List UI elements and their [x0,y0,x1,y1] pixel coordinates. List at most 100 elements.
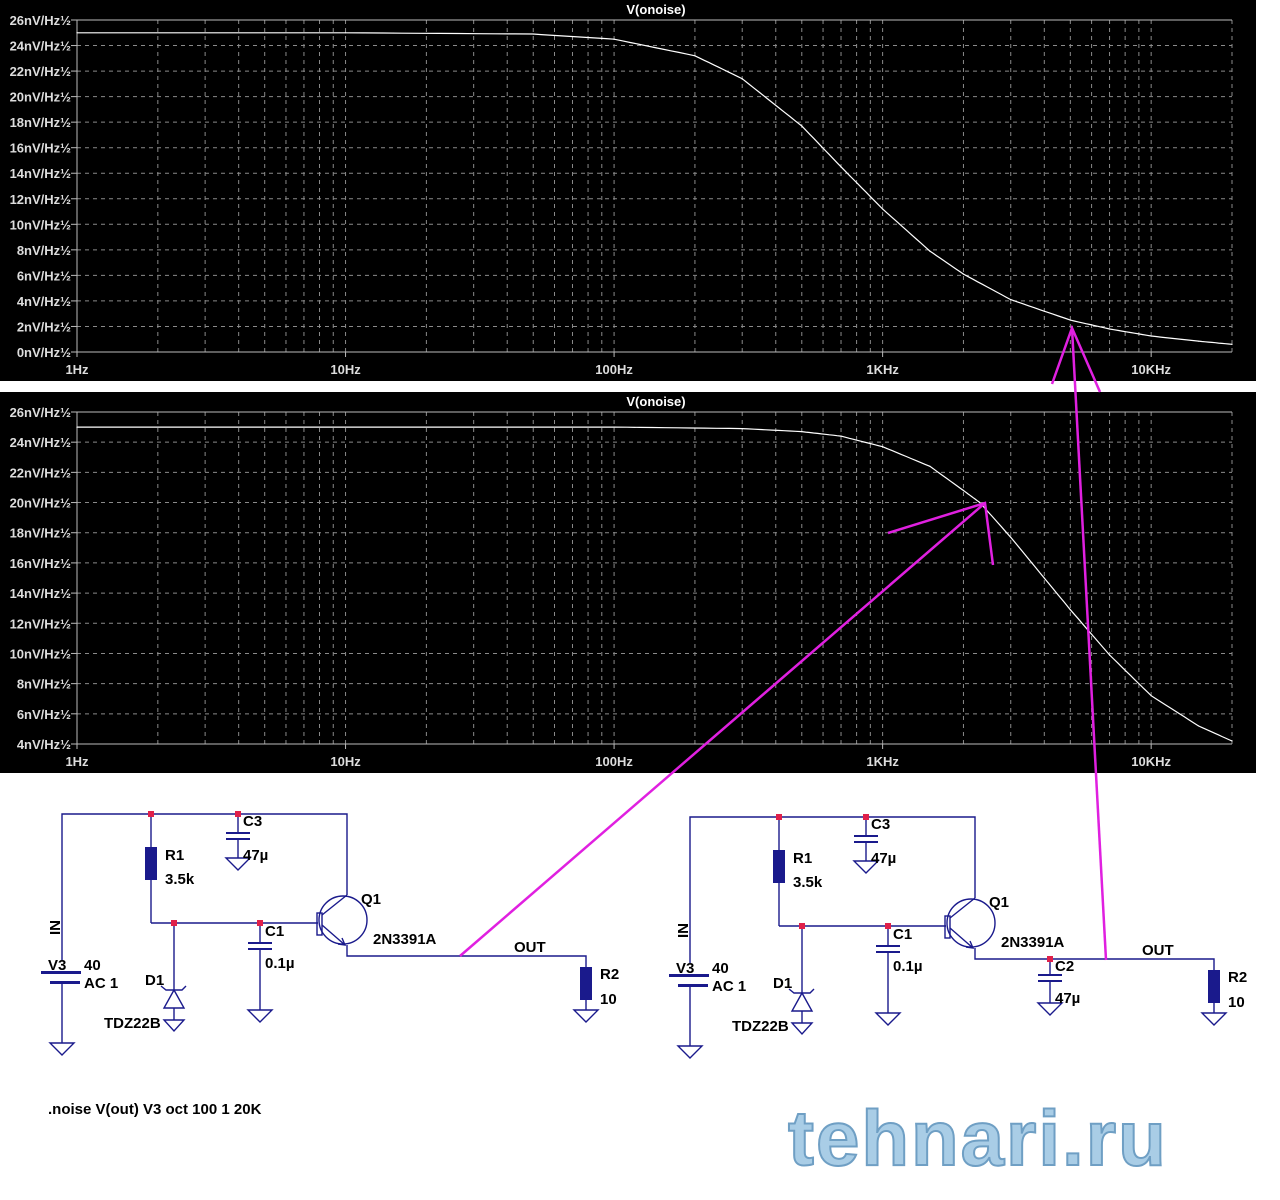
c1-value: 0.1µ [893,958,923,975]
data-point [1069,609,1071,611]
y-tick-label: 8nV/Hz½ [17,243,71,258]
v3-ac: AC 1 [84,975,118,992]
y-tick-label: 26nV/Hz½ [10,405,72,420]
data-point [1108,328,1111,330]
data-point [741,78,743,80]
r2-value: 10 [1228,994,1245,1011]
chart-title: V(onoise) [626,394,685,409]
c3-value: 47µ [871,850,896,867]
y-tick-label: 16nV/Hz½ [10,141,72,156]
net-label-out: OUT [514,939,546,956]
data-point [929,465,931,467]
y-tick-label: 10nV/Hz½ [10,646,72,661]
data-point [694,55,696,57]
schematic-left: IN V3 40 AC 1 R1 3.5k C3 47µ C1 0.1µ D1 … [40,810,619,1056]
x-tick-label: 100Hz [595,754,633,769]
x-tick-label: 10Hz [330,754,361,769]
data-point [1231,740,1233,742]
c1-label: C1 [265,923,284,940]
watermark-logo: tehnari.ru [788,1094,1168,1182]
x-tick-label: 100Hz [595,362,633,377]
noise-plot-bottom: V(onoise) 4nV/Hz½ 6nV/Hz½ 8nV/Hz½ 10nV/Hz½ 12… [0,392,1256,773]
v3-label: V3 [676,960,694,977]
series-line-v-onoise- [77,32,1233,345]
data-point [1069,319,1071,321]
d1-value: TDZ22B [732,1018,789,1035]
x-tick-label: 1KHz [866,754,899,769]
r1-label: R1 [793,850,812,867]
y-tick-label: 16nV/Hz½ [10,556,72,571]
c2-value: 47µ [1055,990,1080,1007]
chart-title: V(onoise) [626,2,685,17]
data-point [962,489,965,492]
x-tick-label: 1Hz [65,754,89,769]
data-point [801,431,803,433]
data-point [801,125,803,127]
v3-value: 40 [712,960,729,977]
data-point [962,273,965,275]
noise-plot-top: V(onoise)0nV/Hz½2nV/Hz½4nV/Hz½6nV/Hz½8nV… [0,0,1256,381]
net-label-in: IN [675,923,692,938]
q1-value: 2N3391A [373,931,437,948]
r1-value: 3.5k [793,874,823,891]
r2-value: 10 [600,991,617,1008]
data-point [979,501,981,504]
q1-label: Q1 [989,894,1009,911]
data-point [840,435,842,437]
schematic-right: C2 47µ IN V3 40 AC 1 R1 3.5k C3 47µ C1 0… [668,813,1247,1059]
y-tick-label: 8nV/Hz½ [17,677,71,692]
d1-label: D1 [145,972,164,989]
y-tick-label: 14nV/Hz½ [10,166,72,181]
data-point [1010,536,1012,538]
y-tick-label: 4nV/Hz½ [17,737,71,752]
data-point [613,38,615,40]
r2-label: R2 [1228,969,1247,986]
y-tick-label: 12nV/Hz½ [10,192,72,207]
c3-label: C3 [243,813,262,830]
v3-value: 40 [84,957,101,974]
x-tick-label: 10KHz [1131,754,1171,769]
c1-value: 0.1µ [265,955,295,972]
c3-label: C3 [871,816,890,833]
data-point [76,426,78,428]
data-point [613,426,615,428]
y-tick-label: 18nV/Hz½ [10,526,72,541]
data-point [1108,654,1111,656]
data-point [882,446,884,448]
c1-label: C1 [893,926,912,943]
data-point [532,33,534,35]
x-tick-label: 10Hz [330,362,361,377]
y-tick-label: 20nV/Hz½ [10,496,72,511]
data-point [1150,335,1152,337]
q1-label: Q1 [361,891,381,908]
data-point [76,32,78,34]
x-tick-label: 1KHz [866,362,899,377]
v3-label: V3 [48,957,66,974]
data-point [741,428,743,430]
y-tick-label: 2nV/Hz½ [17,319,71,334]
y-tick-label: 22nV/Hz½ [10,64,72,79]
c2-label: C2 [1055,958,1074,975]
schematic-area: IN V3 40 AC 1 R1 3.5k C3 47µ C1 0.1µ D1 … [40,810,1247,1183]
data-point [1010,299,1012,301]
data-point [344,32,347,34]
net-label-in: IN [47,920,64,935]
r2-label: R2 [600,966,619,983]
y-tick-label: 20nV/Hz½ [10,90,72,105]
x-tick-label: 1Hz [65,362,89,377]
data-point [1197,725,1200,727]
data-point [1231,343,1233,345]
y-tick-label: 14nV/Hz½ [10,586,72,601]
y-tick-label: 4nV/Hz½ [17,294,71,309]
data-point [1197,340,1200,342]
c3-value: 47µ [243,847,268,864]
x-tick-label: 10KHz [1131,362,1171,377]
spice-directive: .noise V(out) V3 oct 100 1 20K [48,1101,262,1118]
y-tick-label: 6nV/Hz½ [17,707,71,722]
y-tick-label: 12nV/Hz½ [10,616,72,631]
y-tick-label: 24nV/Hz½ [10,39,72,54]
y-tick-label: 22nV/Hz½ [10,465,72,480]
y-tick-label: 18nV/Hz½ [10,115,72,130]
q1-value: 2N3391A [1001,934,1065,951]
y-tick-label: 0nV/Hz½ [17,345,71,360]
